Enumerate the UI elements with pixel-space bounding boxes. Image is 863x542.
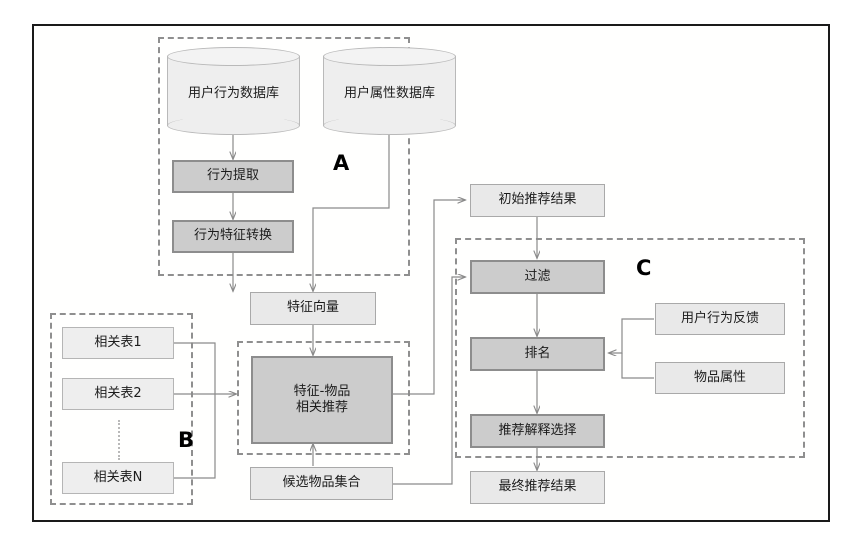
- cylinder-top: [167, 47, 300, 66]
- group-a-boundary: [158, 37, 410, 276]
- node-item-attribute[interactable]: 物品属性: [655, 362, 785, 394]
- node-final-result[interactable]: 最终推荐结果: [470, 471, 605, 504]
- node-feature-item-recommend-line2: 相关推荐: [295, 400, 348, 415]
- node-candidate-item-set[interactable]: 候选物品集合: [250, 467, 393, 500]
- node-behavior-extract[interactable]: 行为提取: [172, 160, 294, 193]
- node-user-behavior-feedback[interactable]: 用户行为反馈: [655, 303, 785, 335]
- node-explain-select[interactable]: 推荐解释选择: [470, 414, 605, 448]
- node-feature-item-recommend[interactable]: 特征-物品 相关推荐: [251, 356, 393, 444]
- db-user-attribute: 用户属性数据库: [323, 47, 456, 135]
- group-c-label: C: [636, 256, 652, 280]
- node-relation-table-2[interactable]: 相关表2: [62, 378, 174, 410]
- cylinder-body: [167, 56, 300, 126]
- node-feature-vector[interactable]: 特征向量: [250, 292, 376, 325]
- node-relation-table-1[interactable]: 相关表1: [62, 327, 174, 359]
- cylinder-body: [323, 56, 456, 126]
- cylinder-top: [323, 47, 456, 66]
- group-b-label: B: [178, 428, 195, 452]
- db-user-behavior-label: 用户行为数据库: [187, 85, 279, 101]
- node-feature-item-recommend-line1: 特征-物品: [293, 383, 351, 399]
- cylinder-bottom: [323, 116, 456, 135]
- node-filter[interactable]: 过滤: [470, 260, 605, 294]
- node-initial-result[interactable]: 初始推荐结果: [470, 184, 605, 217]
- node-rank[interactable]: 排名: [470, 337, 605, 371]
- relation-table-1-label: 相关表1: [94, 334, 142, 350]
- node-relation-table-n[interactable]: 相关表N: [62, 462, 174, 494]
- cylinder-bottom: [167, 116, 300, 135]
- relation-table-2-label: 相关表2: [94, 385, 142, 401]
- relation-table-n-label: 相关表N: [93, 469, 143, 485]
- node-behavior-feature-transform[interactable]: 行为特征转换: [172, 220, 294, 253]
- db-user-behavior: 用户行为数据库: [167, 47, 300, 135]
- db-user-attribute-label: 用户属性数据库: [343, 85, 435, 101]
- relation-table-ellipsis: [118, 420, 122, 460]
- group-a-label: A: [333, 151, 350, 175]
